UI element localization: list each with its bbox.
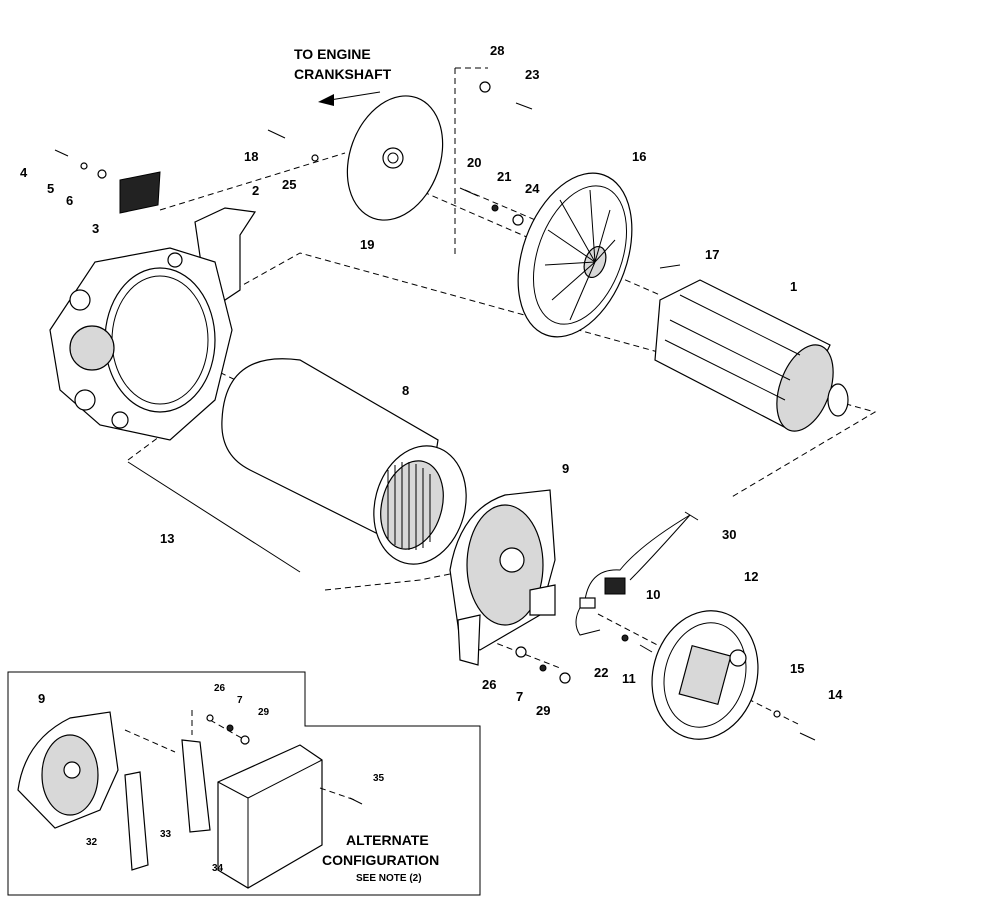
wiring-harness — [575, 511, 699, 636]
callout-19: 19 — [360, 237, 375, 252]
inset-title-line2: CONFIGURATION — [322, 852, 440, 868]
callout-5: 5 — [47, 181, 55, 196]
inset-callout-26: 26 — [214, 683, 226, 694]
arrow-icon — [318, 91, 381, 106]
callout-10: 10 — [646, 587, 661, 602]
callout-16: 16 — [632, 149, 647, 164]
callout-15: 15 — [790, 661, 805, 676]
callout-2: 2 — [252, 183, 260, 198]
callout-28: 28 — [490, 43, 505, 58]
callout-1: 1 — [790, 279, 798, 294]
callout-6: 6 — [66, 193, 74, 208]
stator-part — [221, 358, 467, 565]
hardware-fasteners — [54, 81, 533, 226]
callout-23: 23 — [525, 67, 540, 82]
bearing-carrier — [449, 489, 556, 666]
blower-housing — [49, 207, 257, 441]
callout-30: 30 — [722, 527, 737, 542]
callout-21: 21 — [497, 169, 512, 184]
callout-8: 8 — [402, 383, 410, 398]
key-part — [659, 264, 681, 269]
callout-3: 3 — [92, 221, 100, 236]
callout-29: 29 — [536, 703, 551, 718]
callout-26: 26 — [482, 677, 497, 692]
inset-title-line1: ALTERNATE — [346, 832, 429, 848]
inset-callout-9: 9 — [38, 691, 46, 706]
inset-callout-32: 32 — [86, 837, 98, 848]
callout-24: 24 — [525, 181, 540, 196]
endcover-fasteners — [515, 634, 816, 741]
fan-part — [517, 172, 633, 338]
inset-parts — [17, 710, 363, 889]
callout-7: 7 — [516, 689, 524, 704]
heading-line1: TO ENGINE — [294, 46, 371, 62]
inset-frame — [7, 671, 481, 896]
heading-line2: CRANKSHAFT — [294, 66, 392, 82]
callout-25: 25 — [282, 177, 297, 192]
inset-callout-35: 35 — [373, 773, 385, 784]
callout-11: 11 — [622, 671, 636, 686]
inset-callout-29: 29 — [258, 707, 270, 718]
callout-14: 14 — [828, 687, 843, 702]
callout-4: 4 — [20, 165, 28, 180]
callout-13: 13 — [160, 531, 175, 546]
inset-callout-34: 34 — [212, 863, 224, 874]
screen-part — [119, 171, 161, 214]
callout-9: 9 — [562, 461, 570, 476]
callout-12: 12 — [744, 569, 759, 584]
callout-18: 18 — [244, 149, 259, 164]
rotor-part — [654, 279, 849, 432]
inset-callout-33: 33 — [160, 829, 172, 840]
inset-callout-7: 7 — [237, 695, 243, 706]
callout-17: 17 — [705, 247, 720, 262]
callout-20: 20 — [467, 155, 482, 170]
inset-note: SEE NOTE (2) — [356, 873, 422, 884]
flex-plate — [346, 95, 444, 221]
callout-22: 22 — [594, 665, 609, 680]
through-bolt — [127, 461, 301, 573]
end-cover — [651, 610, 759, 740]
